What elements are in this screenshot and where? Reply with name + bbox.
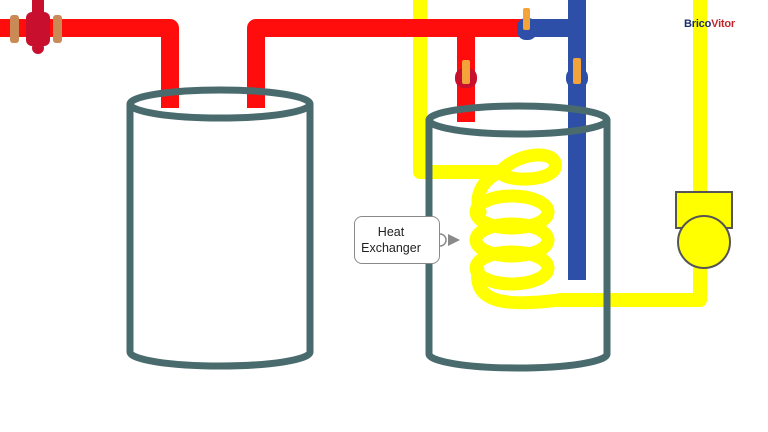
heat-exchanger-callout: Heat Exchanger bbox=[354, 216, 440, 264]
logo-part-2: Vitor bbox=[711, 18, 735, 30]
callout-line-1: Heat bbox=[377, 225, 405, 239]
yellow-pipe-left bbox=[413, 0, 507, 179]
right-tank-top bbox=[425, 102, 611, 138]
red-hot-pipes bbox=[0, 19, 526, 122]
coil-icon bbox=[469, 148, 567, 310]
valve-red-drop bbox=[455, 60, 477, 88]
coil-bottom-arm bbox=[471, 263, 567, 310]
valve-blue-handle bbox=[573, 58, 581, 84]
valve-blue bbox=[566, 58, 588, 88]
left-tank-top bbox=[126, 86, 314, 122]
red-pipe-main bbox=[247, 19, 526, 108]
coil-top-arm bbox=[493, 148, 562, 186]
coil-loop-3 bbox=[469, 245, 555, 291]
logo-part-1: Brico bbox=[684, 18, 712, 30]
left-tank bbox=[126, 86, 314, 370]
brand-logo: BricoVitor bbox=[684, 18, 735, 30]
pump-icon bbox=[675, 191, 733, 269]
right-tank bbox=[425, 102, 611, 372]
valve-red-drop-handle bbox=[462, 60, 470, 84]
callout-pointer bbox=[448, 234, 460, 246]
valve-left-body bbox=[26, 12, 50, 46]
left-tank-body bbox=[126, 104, 314, 370]
valve-left-nut-b bbox=[53, 15, 62, 43]
coil-left-rise bbox=[471, 165, 507, 219]
valve-left-stem bbox=[32, 0, 44, 14]
valve-junction-handle bbox=[523, 8, 530, 30]
callout-line-2: Exchanger bbox=[361, 241, 421, 255]
valve-icon bbox=[10, 0, 62, 54]
valve-top-junction bbox=[517, 8, 537, 40]
right-tank-body bbox=[425, 120, 611, 372]
valve-left-nut-a bbox=[10, 15, 19, 43]
pump-motor bbox=[677, 215, 731, 269]
valve-left-base bbox=[32, 42, 44, 54]
